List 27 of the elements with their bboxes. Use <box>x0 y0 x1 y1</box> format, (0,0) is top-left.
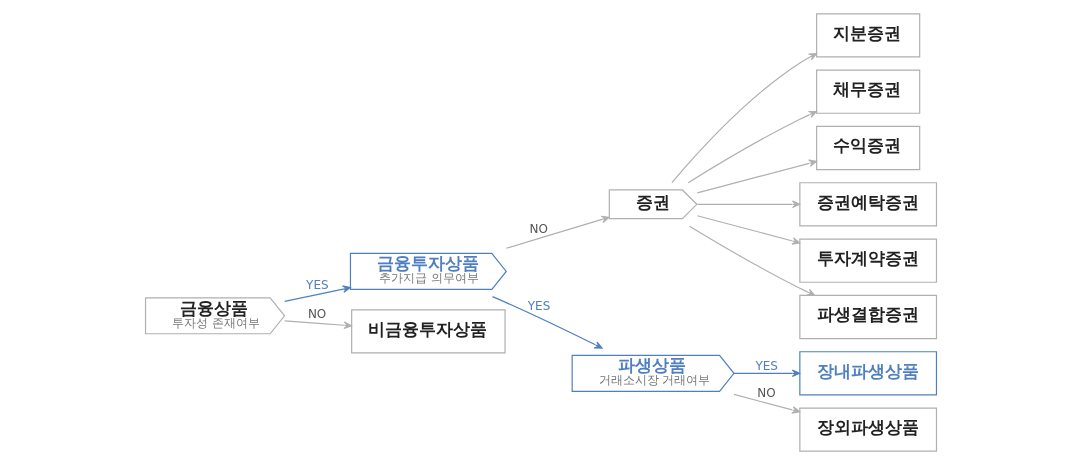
arrow <box>283 284 351 302</box>
node-box: 장외파생상품 <box>798 406 937 452</box>
edge-label: NO <box>307 306 326 321</box>
node-box: 증권예탁증권 <box>798 181 937 226</box>
node-box: 지분증권 <box>815 12 920 58</box>
node-box: 장내파생상품 <box>798 350 937 395</box>
arrow <box>505 215 610 249</box>
arrow <box>732 393 800 414</box>
arrow <box>688 225 815 296</box>
edge-label: YES <box>755 358 778 373</box>
arrow <box>696 159 817 194</box>
node-box: 투자계약증권 <box>798 238 937 283</box>
edge-label: YES <box>305 277 329 292</box>
edge-label: NO <box>529 221 548 236</box>
edge-label: NO <box>756 385 776 400</box>
node-box: 수익증권 <box>815 125 920 170</box>
node-box: 파생결합증권 <box>798 294 937 339</box>
node-box: 비금융투자상품 <box>350 308 506 354</box>
arrow <box>283 319 352 329</box>
arrow <box>732 368 800 377</box>
edge-label: YES <box>527 298 550 313</box>
arrow <box>696 214 800 245</box>
arrow <box>687 110 817 183</box>
arrow <box>670 52 817 183</box>
arrow <box>696 200 800 208</box>
arrow <box>491 295 603 349</box>
node-box: 채무증권 <box>815 69 920 114</box>
